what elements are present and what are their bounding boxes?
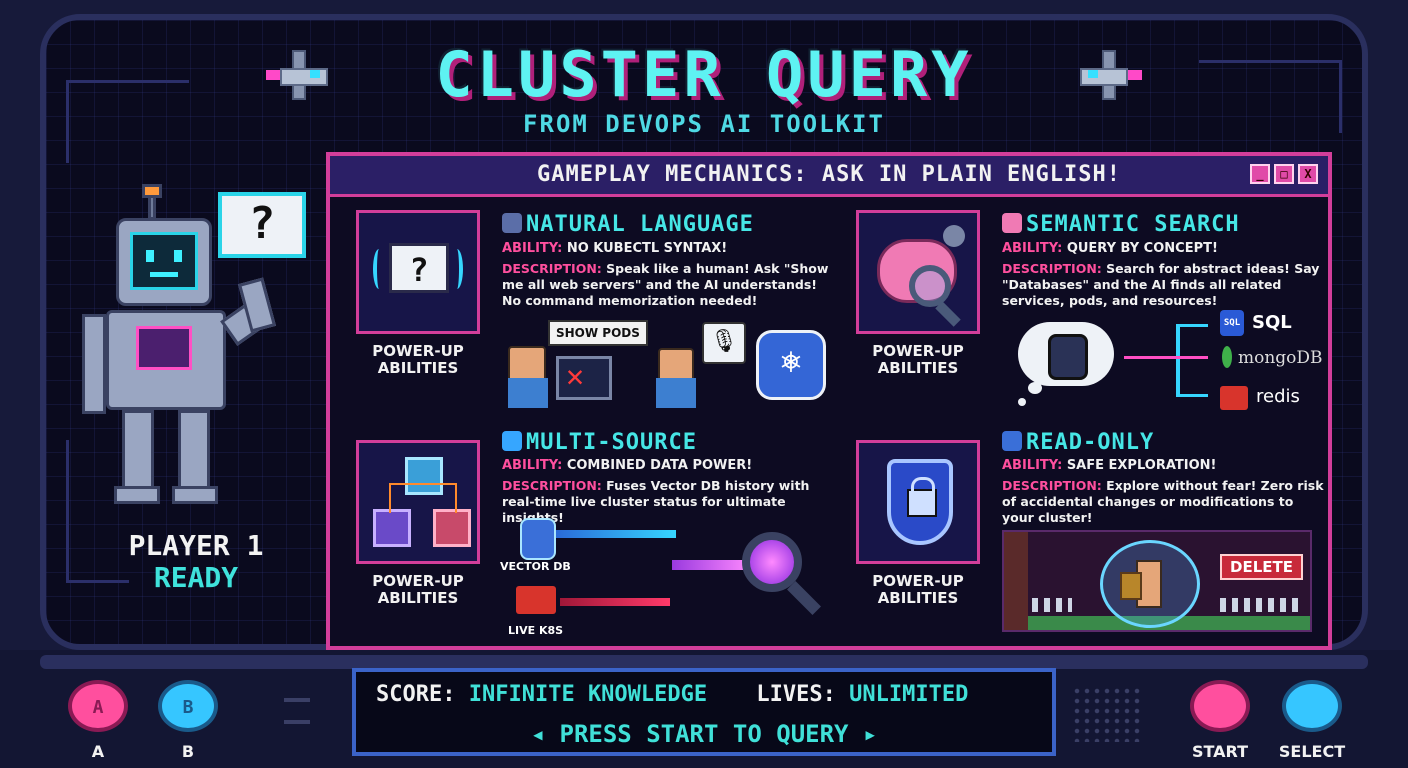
vector-db-icon bbox=[520, 518, 556, 560]
power-up-label: POWER-UP ABILITIES bbox=[872, 572, 964, 607]
lock-shield-icon bbox=[856, 440, 980, 564]
start-button[interactable] bbox=[1190, 680, 1250, 732]
a-button-label: A bbox=[91, 742, 105, 761]
b-button-label: B bbox=[181, 742, 195, 761]
control-strip bbox=[40, 655, 1368, 669]
dungeon-scene: DELETE bbox=[1002, 530, 1312, 632]
ready-label: READY bbox=[153, 561, 239, 594]
ability-title: READ-ONLY bbox=[1002, 430, 1154, 455]
score-display: SCORE: INFINITE KNOWLEDGE LIVES: UNLIMIT… bbox=[352, 668, 1056, 756]
maximize-button[interactable]: □ bbox=[1274, 164, 1294, 184]
delete-sign: DELETE bbox=[1220, 554, 1303, 580]
db-target-label: mongoDB bbox=[1238, 348, 1323, 368]
press-start-prompt[interactable]: ◂ PRESS START TO QUERY ▸ bbox=[530, 720, 878, 748]
show-pods-bubble: SHOW PODS bbox=[548, 320, 648, 346]
spaceship-left-icon bbox=[266, 50, 336, 100]
cubes-network-icon bbox=[356, 440, 480, 564]
player-status: PLAYER 1 READY bbox=[86, 530, 306, 594]
redis-icon bbox=[1220, 386, 1248, 410]
kubernetes-icon: ⎈ bbox=[756, 330, 826, 400]
select-button-label: SELECT bbox=[1278, 742, 1346, 761]
db-target-label: redis bbox=[1256, 386, 1300, 407]
microphone-icon: 🎙 bbox=[702, 322, 746, 364]
score-line: SCORE: INFINITE KNOWLEDGE LIVES: UNLIMIT… bbox=[376, 682, 969, 707]
panel-header: GAMEPLAY MECHANICS: ASK IN PLAIN ENGLISH… bbox=[330, 156, 1328, 197]
start-button-label: START bbox=[1191, 742, 1249, 761]
speaker-grille bbox=[1072, 686, 1144, 742]
close-button[interactable]: X bbox=[1298, 164, 1318, 184]
ability-line: ABILITY: SAFE EXPLORATION! bbox=[1002, 458, 1217, 473]
cross-icon: ✕ bbox=[566, 359, 585, 394]
mongodb-leaf-icon bbox=[1222, 346, 1232, 368]
ability-title: MULTI-SOURCE bbox=[502, 430, 697, 455]
ability-line: ABILITY: NO KUBECTL SYNTAX! bbox=[502, 241, 728, 256]
ability-description: DESCRIPTION: Speak like a human! Ask "Sh… bbox=[502, 261, 829, 308]
brain-icon bbox=[1002, 213, 1022, 233]
magnifier-icon bbox=[502, 431, 522, 451]
glowing-magnifier-icon bbox=[742, 532, 802, 592]
knight-icon bbox=[1136, 560, 1162, 608]
shield-icon bbox=[1002, 431, 1022, 451]
sql-icon: SQL bbox=[1220, 310, 1244, 336]
speech-question-icon: ? bbox=[356, 210, 480, 334]
ability-line: ABILITY: COMBINED DATA POWER! bbox=[502, 458, 753, 473]
db-target-label: SQL bbox=[1252, 312, 1292, 333]
power-up-label: POWER-UP ABILITIES bbox=[872, 342, 964, 377]
power-up-label: POWER-UP ABILITIES bbox=[372, 342, 464, 377]
dpad-slot bbox=[284, 698, 310, 724]
panel-title: GAMEPLAY MECHANICS: ASK IN PLAIN ENGLISH… bbox=[536, 162, 1122, 187]
a-button[interactable]: A bbox=[68, 680, 128, 732]
redis-stack-icon bbox=[516, 586, 556, 614]
b-button[interactable]: B bbox=[158, 680, 218, 732]
page-subtitle: FROM DEVOPS AI TOOLKIT bbox=[523, 110, 885, 138]
speaking-head-icon bbox=[502, 213, 522, 233]
question-speech-bubble: ? bbox=[218, 192, 306, 258]
source-label: LIVE K8S bbox=[508, 624, 564, 637]
player-label: PLAYER 1 bbox=[128, 529, 264, 562]
minimize-button[interactable]: _ bbox=[1250, 164, 1270, 184]
source-label: VECTOR DB bbox=[500, 560, 571, 573]
ability-title: NATURAL LANGUAGE bbox=[502, 212, 754, 237]
ability-description: DESCRIPTION: Explore without fear! Zero … bbox=[1002, 478, 1324, 525]
ability-description: DESCRIPTION: Fuses Vector DB history wit… bbox=[502, 478, 810, 525]
ability-description: DESCRIPTION: Search for abstract ideas! … bbox=[1002, 261, 1320, 308]
page-title: CLUSTER QUERY bbox=[435, 38, 973, 111]
select-button[interactable] bbox=[1282, 680, 1342, 732]
ability-title: SEMANTIC SEARCH bbox=[1002, 212, 1240, 237]
database-icon bbox=[1048, 334, 1088, 380]
brain-magnifier-icon bbox=[856, 210, 980, 334]
robot-mascot bbox=[82, 184, 306, 510]
power-up-label: POWER-UP ABILITIES bbox=[372, 572, 464, 607]
ability-line: ABILITY: QUERY BY CONCEPT! bbox=[1002, 241, 1218, 256]
